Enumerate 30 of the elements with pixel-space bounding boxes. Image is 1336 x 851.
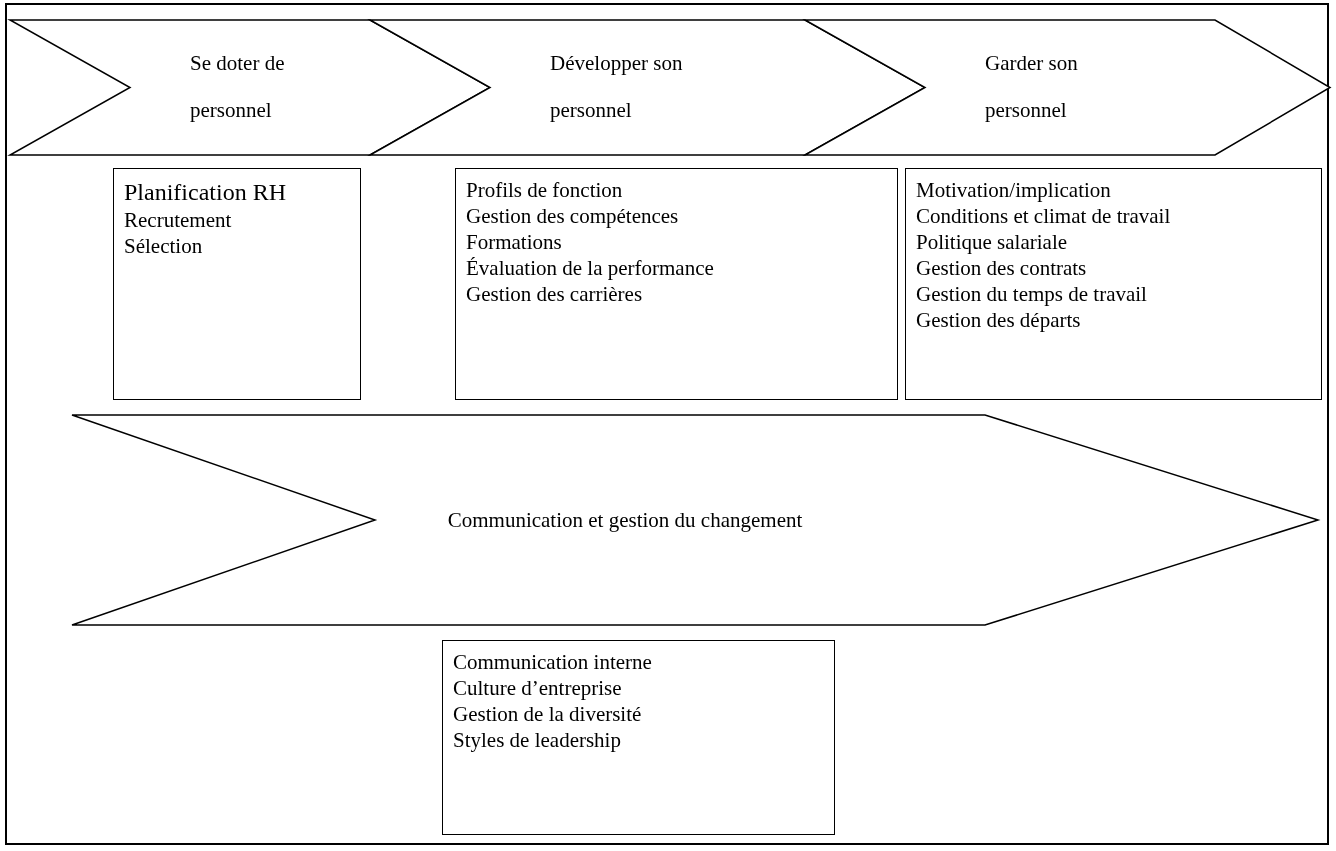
list-item: Gestion des compétences xyxy=(466,203,680,229)
list-box xyxy=(113,168,361,400)
stage-label: Garder son personnel xyxy=(985,50,1079,124)
stage-label: Développer son personnel xyxy=(550,50,684,124)
list-item: Gestion du temps de travail xyxy=(916,281,1148,307)
list-box xyxy=(905,168,1322,400)
list-box xyxy=(455,168,898,400)
stage-banner xyxy=(370,20,925,155)
list-box xyxy=(442,640,835,835)
list-item: Évaluation de la performance xyxy=(466,255,715,281)
list-item: Sélection xyxy=(124,233,204,259)
list-item: Gestion des carrières xyxy=(466,281,644,307)
stage-label: Communication et gestion du changement xyxy=(447,507,803,534)
list-item: Gestion des contrats xyxy=(916,255,1088,281)
stage-banner xyxy=(805,20,1330,155)
list-item: Motivation/implication xyxy=(916,177,1112,203)
list-item: Planification RH xyxy=(124,178,287,207)
stage-banner xyxy=(10,20,490,155)
list-item: Recrutement xyxy=(124,207,233,233)
list-item: Gestion des départs xyxy=(916,307,1082,333)
list-item: Culture d’entreprise xyxy=(453,675,623,701)
stage-label: Se doter de personnel xyxy=(190,50,286,124)
list-item: Styles de leadership xyxy=(453,727,622,753)
list-item: Gestion de la diversité xyxy=(453,701,643,727)
list-item: Conditions et climat de travail xyxy=(916,203,1172,229)
list-item: Communication interne xyxy=(453,649,653,675)
list-item: Politique salariale xyxy=(916,229,1069,255)
list-item: Profils de fonction xyxy=(466,177,624,203)
list-item: Formations xyxy=(466,229,563,255)
stage-banner xyxy=(72,415,1318,625)
